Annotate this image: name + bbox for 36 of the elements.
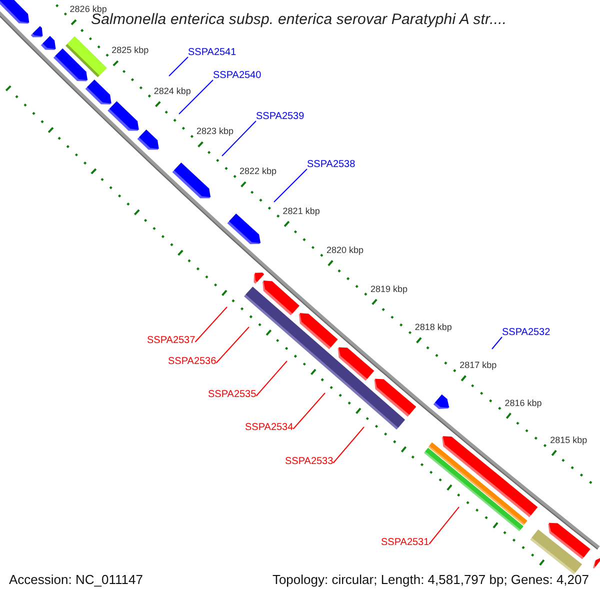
gene-label: SSPA2537 <box>147 335 196 347</box>
scale-label: 2816 kbp <box>504 398 542 408</box>
scale-label: 2826 kbp <box>70 4 107 14</box>
scale-label: 2825 kbp <box>112 45 149 56</box>
scale-label: 2820 kbp <box>326 245 364 256</box>
footer-text: Accession: NC_011147 <box>9 572 143 587</box>
gene-label: SSPA2535 <box>208 389 256 401</box>
leader-line <box>274 168 308 202</box>
gene-label: SSPA2539 <box>256 111 304 123</box>
leader-line <box>256 360 288 396</box>
gene-label: SSPA2531 <box>381 537 430 549</box>
gene-label: SSPA2533 <box>285 456 334 468</box>
scale-label: 2823 kbp <box>196 126 234 136</box>
leader-line <box>332 426 364 464</box>
leader-line <box>428 506 460 544</box>
gene-label: SSPA2540 <box>213 70 262 82</box>
leader-line <box>168 56 188 76</box>
footer-text: Topology: circular; Length: 4,581,797 bp; Genes: 4,207 <box>272 572 589 587</box>
scale-label: 2818 kbp <box>414 322 452 332</box>
gene-label: SSPA2541 <box>188 47 236 59</box>
leader-line <box>178 80 214 114</box>
scale-label: 2821 kbp <box>282 206 320 216</box>
scale-label: 2815 kbp <box>550 435 588 445</box>
gene-label: SSPA2536 <box>168 356 216 368</box>
leader-line <box>292 392 326 430</box>
scale-label: 2824 kbp <box>154 86 191 96</box>
leader-line <box>216 326 250 364</box>
leader-line <box>222 120 256 156</box>
leader-line <box>194 306 228 342</box>
gene-label: SSPA2532 <box>502 327 550 339</box>
scale-label: 2817 kbp <box>460 360 497 370</box>
leader-line <box>492 336 502 350</box>
scale-label: 2819 kbp <box>370 284 408 294</box>
scale-label: 2822 kbp <box>240 166 277 176</box>
gene-label: SSPA2534 <box>245 422 294 434</box>
gene-label: SSPA2538 <box>307 159 356 171</box>
